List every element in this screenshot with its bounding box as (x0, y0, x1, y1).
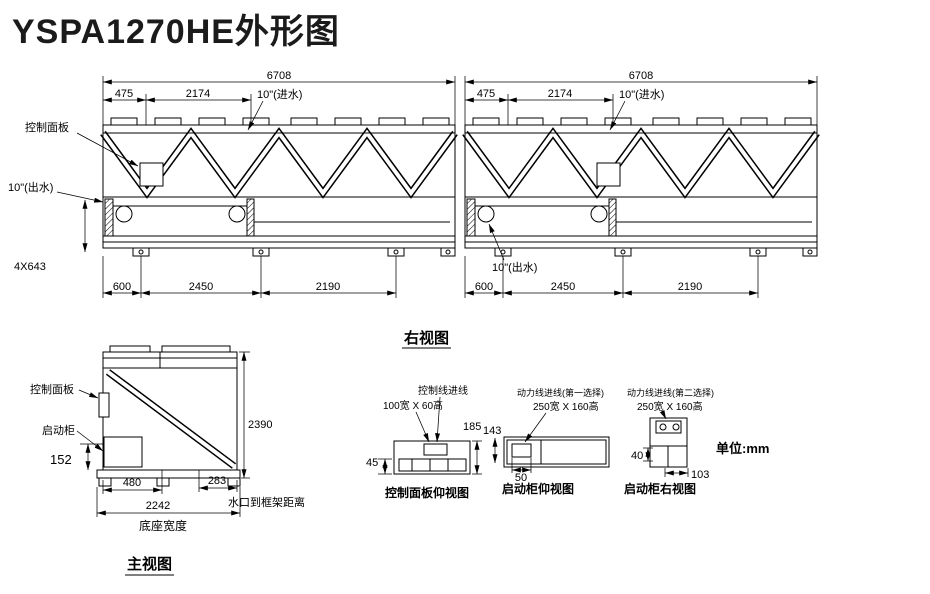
control-wire-entry (423, 443, 448, 456)
dim-50: 50 (515, 472, 527, 484)
side-view-right-annotations: 10"(出水) (488, 162, 621, 274)
outlet-port-label: 10"(出水) (8, 180, 53, 194)
power-wire-entry-2 (655, 420, 682, 434)
dim-45: 45 (366, 457, 378, 469)
dim-base-width: 2242 (146, 500, 170, 512)
detail-starter-bottom-view: 动力线进线(第一选择) 250宽 X 160高 143 50 启动柜仰视图 (483, 387, 610, 496)
detail-starter-bottom-caption: 启动柜仰视图 (502, 481, 574, 496)
front-control-panel (98, 392, 110, 418)
detail-starter-right-view: 动力线进线(第二选择) 250宽 X 160高 40 103 启动柜右视图 (624, 387, 714, 496)
power-wire-entry-2-size: 250宽 X 160高 (637, 400, 703, 413)
power-wire-entry-2-label: 动力线进线(第二选择) (627, 387, 714, 398)
control-wire-entry-label: 控制线进线 (418, 384, 468, 397)
front-starter-cabinet (103, 436, 143, 468)
dim-water-to-frame: 283 (208, 475, 226, 487)
dim-40: 40 (631, 450, 643, 462)
dim-143: 143 (483, 425, 501, 437)
outlet-port-label: 10"(出水) (492, 260, 537, 274)
base-width-note: 底座宽度 (139, 518, 187, 533)
front-view-caption: 主视图 (127, 555, 172, 573)
power-wire-entry-1-size: 250宽 X 160高 (533, 400, 599, 413)
dim-103: 103 (691, 469, 709, 481)
control-panel-box (139, 162, 164, 187)
dim-height: 2390 (248, 419, 272, 431)
control-wire-entry-size: 100宽 X 60高 (383, 399, 443, 412)
drawing-title: YSPA1270HE外形图 (12, 13, 340, 51)
detail-panel-caption: 控制面板仰视图 (385, 485, 469, 500)
power-wire-entry-1-label: 动力线进线(第一选择) (517, 387, 604, 398)
detail-starter-right-caption: 启动柜右视图 (624, 481, 696, 496)
dim-base-height: 152 (50, 452, 72, 467)
control-panel-label: 控制面板 (25, 120, 69, 134)
water-to-frame-note: 水口到框架距离 (228, 495, 305, 509)
power-wire-entry-1 (511, 443, 532, 458)
front-view: 控制面板 启动柜 152 2390 480 283 水口到框架距离 2242 (30, 345, 305, 576)
control-panel-box (596, 162, 621, 187)
dim-panel-width: 480 (123, 477, 141, 489)
dim-mount-spacing: 4X643 (14, 261, 46, 273)
right-view-caption: 右视图 (404, 329, 449, 347)
cable-gland-circle (659, 423, 667, 431)
units-note: 单位:mm (716, 441, 769, 456)
side-view-left-annotations: 控制面板 10"(出水) 4X643 (8, 120, 164, 273)
dim-185: 185 (463, 421, 481, 433)
front-control-panel-label: 控制面板 (30, 382, 74, 396)
cable-gland-circle (672, 423, 680, 431)
detail-control-panel-bottom-view: 控制线进线 100宽 X 60高 45 185 控制面板仰视图 (366, 384, 482, 500)
front-starter-label: 启动柜 (42, 424, 75, 437)
